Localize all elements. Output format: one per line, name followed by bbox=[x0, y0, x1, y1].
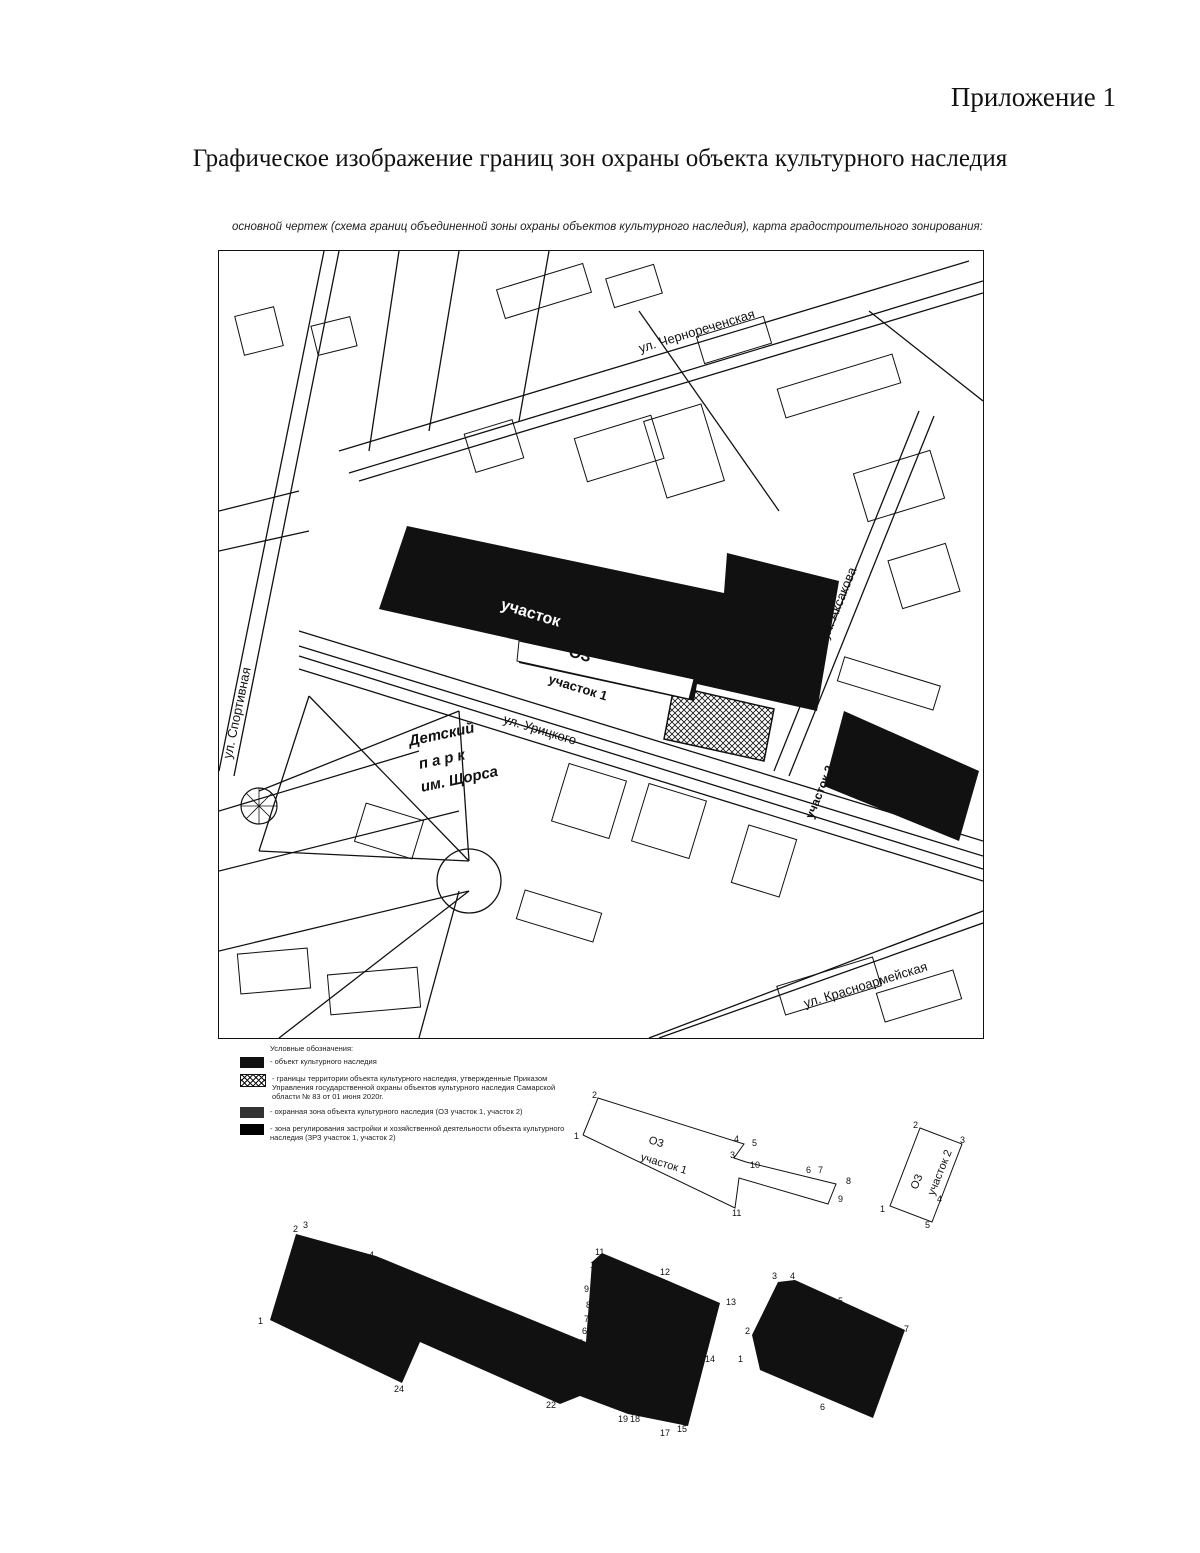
legend-item-territory: - границы территории объекта культурного… bbox=[240, 1074, 570, 1101]
zrz1-point-label: 1 bbox=[258, 1316, 263, 1326]
zrz1-point-label: 17 bbox=[660, 1428, 670, 1438]
oz2-point-label: 1 bbox=[880, 1204, 885, 1214]
zrz1-point-label: 7 bbox=[584, 1314, 589, 1324]
legend-item-label: - объект культурного наследия bbox=[270, 1057, 377, 1066]
zrz1-point-label: 20 bbox=[565, 1390, 575, 1400]
zrz-plot2-shape bbox=[752, 1280, 905, 1418]
map-caption: основной чертеж (схема границ объединенн… bbox=[232, 221, 983, 233]
zrz1-point-label: 18 bbox=[630, 1414, 640, 1424]
oz1-point-label: 9 bbox=[838, 1194, 843, 1204]
zrz1-point-label: 12 bbox=[660, 1267, 670, 1277]
appendix-label: Приложение 1 bbox=[950, 82, 1116, 112]
oz1-point-label: 11 bbox=[732, 1208, 741, 1218]
zrz1-point-label: 4 bbox=[369, 1250, 374, 1260]
oz1-point-label: 10 bbox=[750, 1160, 760, 1170]
oz-plot2-sub: участок 2 bbox=[926, 1148, 955, 1197]
zrz1-point-label: 11 bbox=[595, 1247, 604, 1257]
zrz1-point-label: 15 bbox=[677, 1424, 687, 1434]
zrz1-point-label: 13 bbox=[726, 1297, 736, 1307]
cadastral-map[interactable]: ул. Чернореченская ул. Урицкого ул. Акса… bbox=[218, 250, 984, 1039]
oz2-point-label: 3 bbox=[960, 1135, 965, 1145]
oz-plot2-zone: ОЗ bbox=[909, 1172, 926, 1191]
oz1-point-label: 5 bbox=[752, 1138, 757, 1148]
oz-plot1-outline bbox=[582, 1097, 837, 1209]
zrz1-point-label: 3 bbox=[303, 1220, 308, 1230]
zrz2-point-label: 4 bbox=[790, 1271, 795, 1281]
oz2-point-label: 2 bbox=[913, 1120, 918, 1130]
zrz2-point-label: 5 bbox=[838, 1296, 843, 1306]
zrz1-point-label: 2 bbox=[293, 1224, 298, 1234]
zrz2-point-label: 1 bbox=[738, 1354, 743, 1364]
zrz1-point-label: 19 bbox=[618, 1414, 628, 1424]
zrz2-point-label: 6 bbox=[820, 1402, 825, 1412]
oz1-point-label: 1 bbox=[574, 1131, 579, 1141]
legend-item-oz: - охранная зона объекта культурного насл… bbox=[240, 1107, 570, 1118]
legend-swatch-zrz bbox=[240, 1124, 264, 1135]
legend-item-label: - зона регулирования застройки и хозяйст… bbox=[270, 1124, 565, 1142]
oz2-point-label: 5 bbox=[925, 1220, 930, 1230]
zrz1-point-label: 14 bbox=[705, 1354, 715, 1364]
legend-swatch-territory bbox=[240, 1074, 266, 1087]
zrz1-point-label: 10 bbox=[590, 1260, 600, 1270]
zrz2-point-label: 7 bbox=[904, 1324, 909, 1334]
legend-swatch-object bbox=[240, 1057, 264, 1068]
legend-item-object: - объект культурного наследия bbox=[240, 1057, 570, 1068]
legend-item-label: - границы территории объекта культурного… bbox=[272, 1074, 556, 1101]
legend-title: Условные обозначения: bbox=[270, 1044, 354, 1053]
oz1-point-label: 7 bbox=[818, 1165, 823, 1175]
legend-swatch-oz bbox=[240, 1107, 264, 1118]
oz1-point-label: 8 bbox=[846, 1176, 851, 1186]
oz1-point-label: 2 bbox=[592, 1090, 597, 1100]
zrz2-point-label: 2 bbox=[745, 1326, 750, 1336]
legend-item-label: - охранная зона объекта культурного насл… bbox=[270, 1107, 523, 1116]
oz1-point-label: 6 bbox=[806, 1165, 811, 1175]
oz1-point-label: 3 bbox=[730, 1150, 735, 1160]
page-title: Графическое изображение границ зон охран… bbox=[192, 145, 1008, 172]
zrz1-point-label: 8 bbox=[586, 1300, 591, 1310]
oz1-point-label: 4 bbox=[734, 1134, 739, 1144]
map-linework bbox=[219, 251, 983, 1038]
zrz2-point-label: 3 bbox=[772, 1271, 777, 1281]
oz-plot1-sub: участок 1 bbox=[639, 1151, 688, 1176]
zrz1-point-label: 24 bbox=[394, 1384, 404, 1394]
oz-plot1-zone: ОЗ bbox=[647, 1134, 665, 1150]
map-legend: Условные обозначения: - объект культурно… bbox=[240, 1044, 570, 1148]
legend-item-zrz: - зона регулирования застройки и хозяйст… bbox=[240, 1124, 570, 1142]
zrz1-point-label: 6 bbox=[582, 1326, 587, 1336]
zrz1-point-label: 5 bbox=[578, 1338, 583, 1348]
zrz1-point-label: 22 bbox=[546, 1400, 556, 1410]
zrz1-point-label: 9 bbox=[584, 1284, 589, 1294]
zrz-plot1-shape bbox=[270, 1234, 720, 1426]
oz2-point-label: 4 bbox=[937, 1194, 942, 1204]
oz-plot2-outline bbox=[889, 1127, 963, 1223]
